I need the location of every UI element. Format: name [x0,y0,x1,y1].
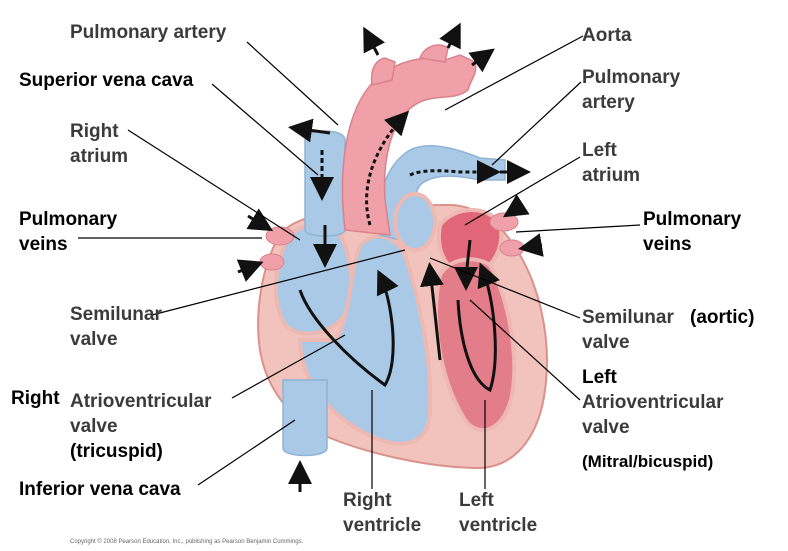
leader-aorta [444,35,584,111]
superior-vena-cava-vessel [304,130,346,237]
label-inferior-vena-cava: Inferior vena cava [19,479,181,500]
label-av-valve-left: Left Atrioventricular valve [582,365,723,440]
label-right-atrium-line2: atrium [70,146,129,167]
label-av-valve-right-line2: valve [70,416,118,437]
leader-left-atrium [464,156,581,226]
leader-av-left [469,299,581,401]
label-av-valve-right-line1: Atrioventricular [70,391,212,412]
label-semilunar-aortic: Semilunar valve [582,305,674,355]
flow-arrow-lv [456,262,500,393]
label-av-valve-right: Atrioventricular valve (tricuspid) [70,389,211,464]
label-pulmonary-artery-right-line1: Pulmonary [582,67,681,88]
label-left-atrium-line2: atrium [582,165,641,186]
label-right-atrium-line1: Right [70,121,119,142]
label-pulmonary-artery-right: Pulmonary artery [582,65,680,115]
label-left-ventricle-line2: ventricle [459,515,538,536]
label-right-atrium: Right atrium [70,119,128,169]
flow-arrow-la [454,239,479,291]
arrow-pv-r2 [518,233,544,257]
leader-semilunar-aortic [429,257,581,319]
leader-av-right [231,334,346,399]
label-semilunar-valve-left-line2: valve [70,329,118,350]
label-right-ventricle-line2: ventricle [343,515,422,536]
leader-pulmonary-artery-right [491,81,582,166]
label-aortic-suffix: (aortic) [690,307,755,328]
label-superior-vena-cava: Superior vena cava [19,70,194,91]
pulmonary-vein-stub-r1 [489,212,519,232]
leader-superior-vena-cava [211,83,319,176]
leader-right-atrium [127,129,301,241]
label-av-valve-left-line1: Left [582,367,617,388]
label-pulmonary-veins-right-line2: veins [643,234,692,255]
pulmonary-semilunar-valve [393,192,437,252]
flow-arrow-rv [298,269,399,388]
flow-arrow-to-lungs [409,160,501,184]
label-pulmonary-veins-left-line2: veins [19,234,68,255]
pulmonary-vein-stub-r2 [499,239,525,257]
label-pulmonary-veins-left: Pulmonary veins [19,207,117,257]
copyright-notice: Copyright © 2008 Pearson Education, Inc.… [70,539,304,545]
label-semilunar-valve-left: Semilunar valve [70,302,162,352]
label-left-atrium-line1: Left [582,140,617,161]
label-pulmonary-artery-right-line2: artery [582,92,635,113]
label-right-ventricle: Right ventricle [343,488,421,538]
label-semilunar-aortic-line1: Semilunar [582,307,674,328]
arrow-pv-r1 [502,194,530,218]
label-semilunar-valve-left-line1: Semilunar [70,304,162,325]
label-right-prefix: Right [11,388,60,409]
label-av-valve-left-line2: Atrioventricular [582,392,724,413]
label-semilunar-aortic-line2: valve [582,332,630,353]
arrow-aorta-3 [468,48,495,73]
label-pulmonary-veins-right-line1: Pulmonary [643,209,742,230]
label-aorta: Aorta [582,25,632,46]
leader-lines [78,35,641,489]
leader-semilunar-left [151,249,406,316]
label-right-ventricle-line1: Right [343,490,392,511]
flow-arrow-pulmonary [365,110,410,226]
label-pulmonary-veins-right: Pulmonary veins [643,207,741,257]
arrow-pv-l1 [246,208,274,232]
label-pulmonary-artery-top: Pulmonary artery [70,22,227,43]
label-mitral-bicuspid: (Mitral/bicuspid) [582,452,714,471]
label-left-ventricle-line1: Left [459,490,494,511]
arrow-aorta-2 [439,22,461,50]
pulmonary-vein-stub-l2 [259,253,285,271]
arrow-aorta-1 [363,26,385,56]
leader-pulmonary-artery-top [246,41,339,126]
leader-inferior-vena-cava [197,419,296,486]
pulmonary-vein-stub-l1 [265,226,295,246]
label-av-valve-left-line3: valve [582,417,630,438]
label-left-atrium: Left atrium [582,138,640,188]
flow-arrow-lv-up [420,262,444,361]
inferior-vena-cava-vessel [282,379,328,457]
arrow-pv-l2 [236,259,264,282]
label-av-valve-right-line3: (tricuspid) [70,441,163,462]
arrow-pa-left [288,118,331,143]
label-left-ventricle: Left ventricle [459,488,537,538]
leader-pulmonary-veins-right [515,224,641,233]
label-pulmonary-veins-left-line1: Pulmonary [19,209,118,230]
